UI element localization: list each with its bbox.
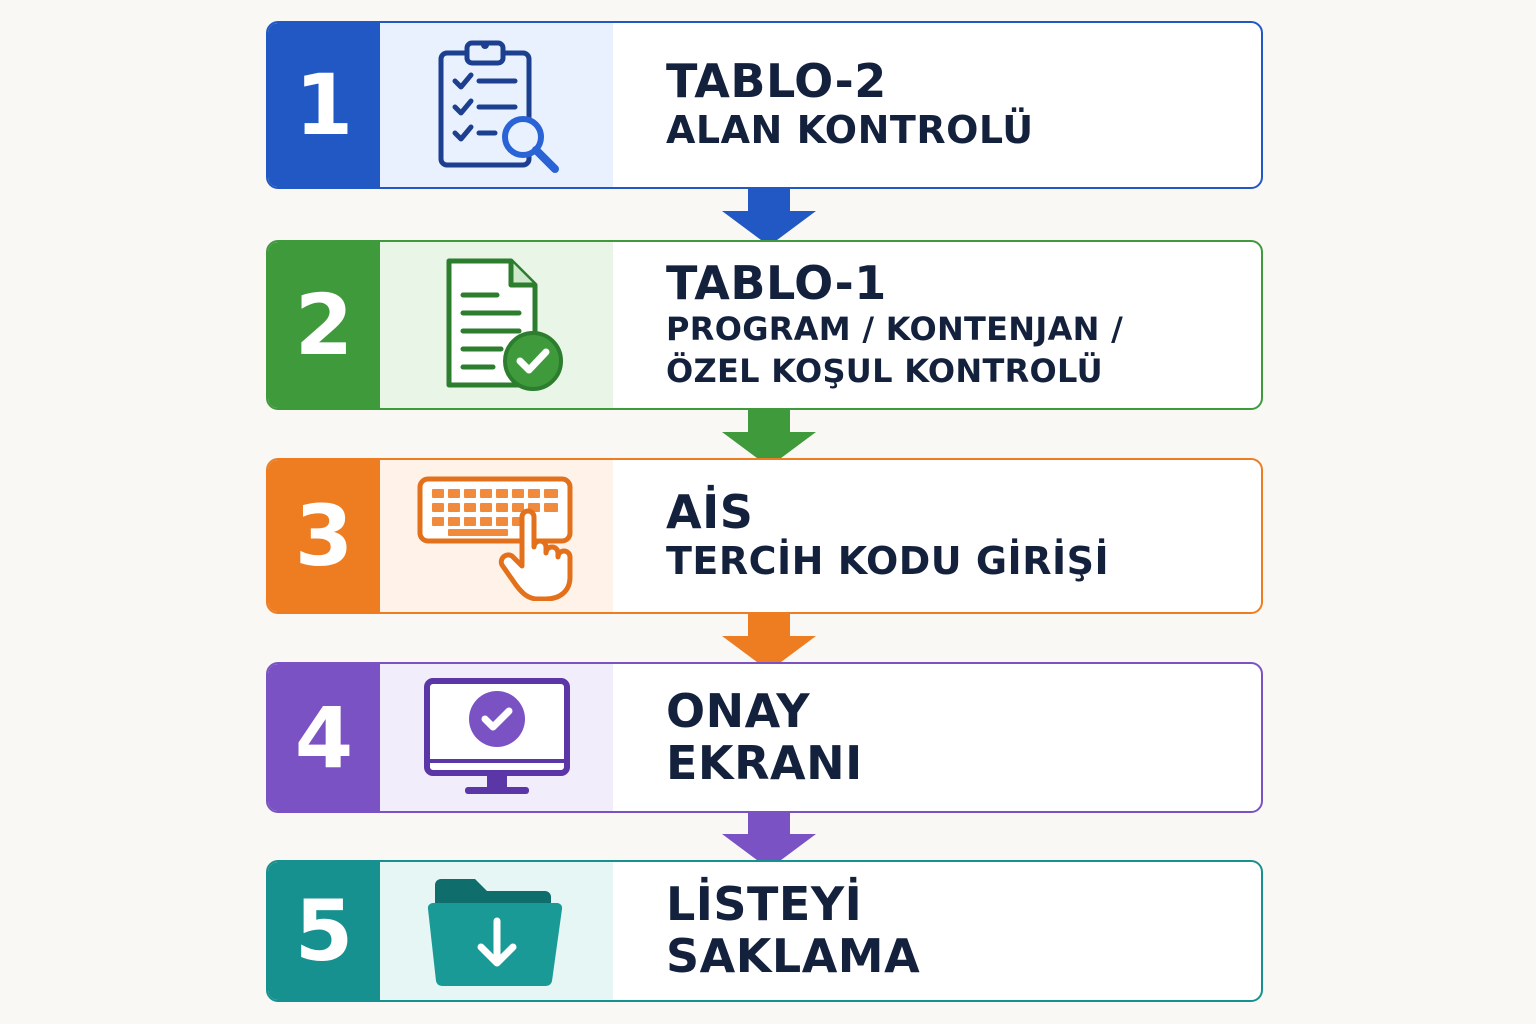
folder-download-icon xyxy=(427,871,567,991)
step-5-title: LİSTEYİ xyxy=(666,877,863,932)
arrow-down-icon xyxy=(720,410,818,468)
step-3-card: 3 AİS TERCİH KODU GİRİŞİ xyxy=(266,458,1263,614)
step-3-text: AİS TERCİH KODU GİRİŞİ xyxy=(666,460,1241,612)
step-2-title: TABLO-1 xyxy=(666,255,887,310)
step-1-subtitle: ALAN KONTROLÜ xyxy=(666,107,1034,152)
step-3-subtitle: TERCİH KODU GİRİŞİ xyxy=(666,538,1110,583)
step-4-card: 4 ONAY EKRANI xyxy=(266,662,1263,813)
step-2-text: TABLO-1 PROGRAM / KONTENJAN / ÖZEL KOŞUL… xyxy=(666,242,1241,408)
keyboard-hand-icon xyxy=(412,471,582,601)
clipboard-checklist-search-icon xyxy=(427,35,567,175)
arrow-down-icon xyxy=(720,189,818,247)
step-5-card: 5 LİSTEYİ SAKLAMA xyxy=(266,860,1263,1002)
step-1-title: TABLO-2 xyxy=(666,54,887,109)
step-3-title: AİS xyxy=(666,485,754,540)
step-2-subtitle-line2: ÖZEL KOŞUL KONTROLÜ xyxy=(666,351,1103,390)
step-4-text: ONAY EKRANI xyxy=(666,664,1241,811)
step-1-icon-panel xyxy=(380,23,613,187)
step-1-text: TABLO-2 ALAN KONTROLÜ xyxy=(666,23,1241,187)
step-4-number: 4 xyxy=(268,664,380,811)
step-2-subtitle-line1: PROGRAM / KONTENJAN / xyxy=(666,310,1124,349)
step-5-number: 5 xyxy=(268,862,380,1000)
step-3-icon-panel xyxy=(380,460,613,612)
arrow-down-icon xyxy=(720,614,818,672)
step-5-text: LİSTEYİ SAKLAMA xyxy=(666,862,1241,1000)
step-3-number: 3 xyxy=(268,460,380,612)
arrow-down-icon xyxy=(720,812,818,870)
step-5-icon-panel xyxy=(380,862,613,1000)
step-2-card: 2 TABLO-1 PROGRAM / KONTENJAN / ÖZEL KOŞ… xyxy=(266,240,1263,410)
step-5-subtitle: SAKLAMA xyxy=(666,929,921,983)
step-4-subtitle: EKRANI xyxy=(666,735,863,790)
step-2-number: 2 xyxy=(268,242,380,408)
step-2-icon-panel xyxy=(380,242,613,408)
step-1-card: 1 TABLO-2 ALAN KONTROLÜ xyxy=(266,21,1263,189)
step-1-number: 1 xyxy=(268,23,380,187)
document-check-icon xyxy=(427,255,567,395)
monitor-check-icon xyxy=(417,673,577,803)
step-4-title: ONAY xyxy=(666,683,811,738)
step-4-icon-panel xyxy=(380,664,613,811)
